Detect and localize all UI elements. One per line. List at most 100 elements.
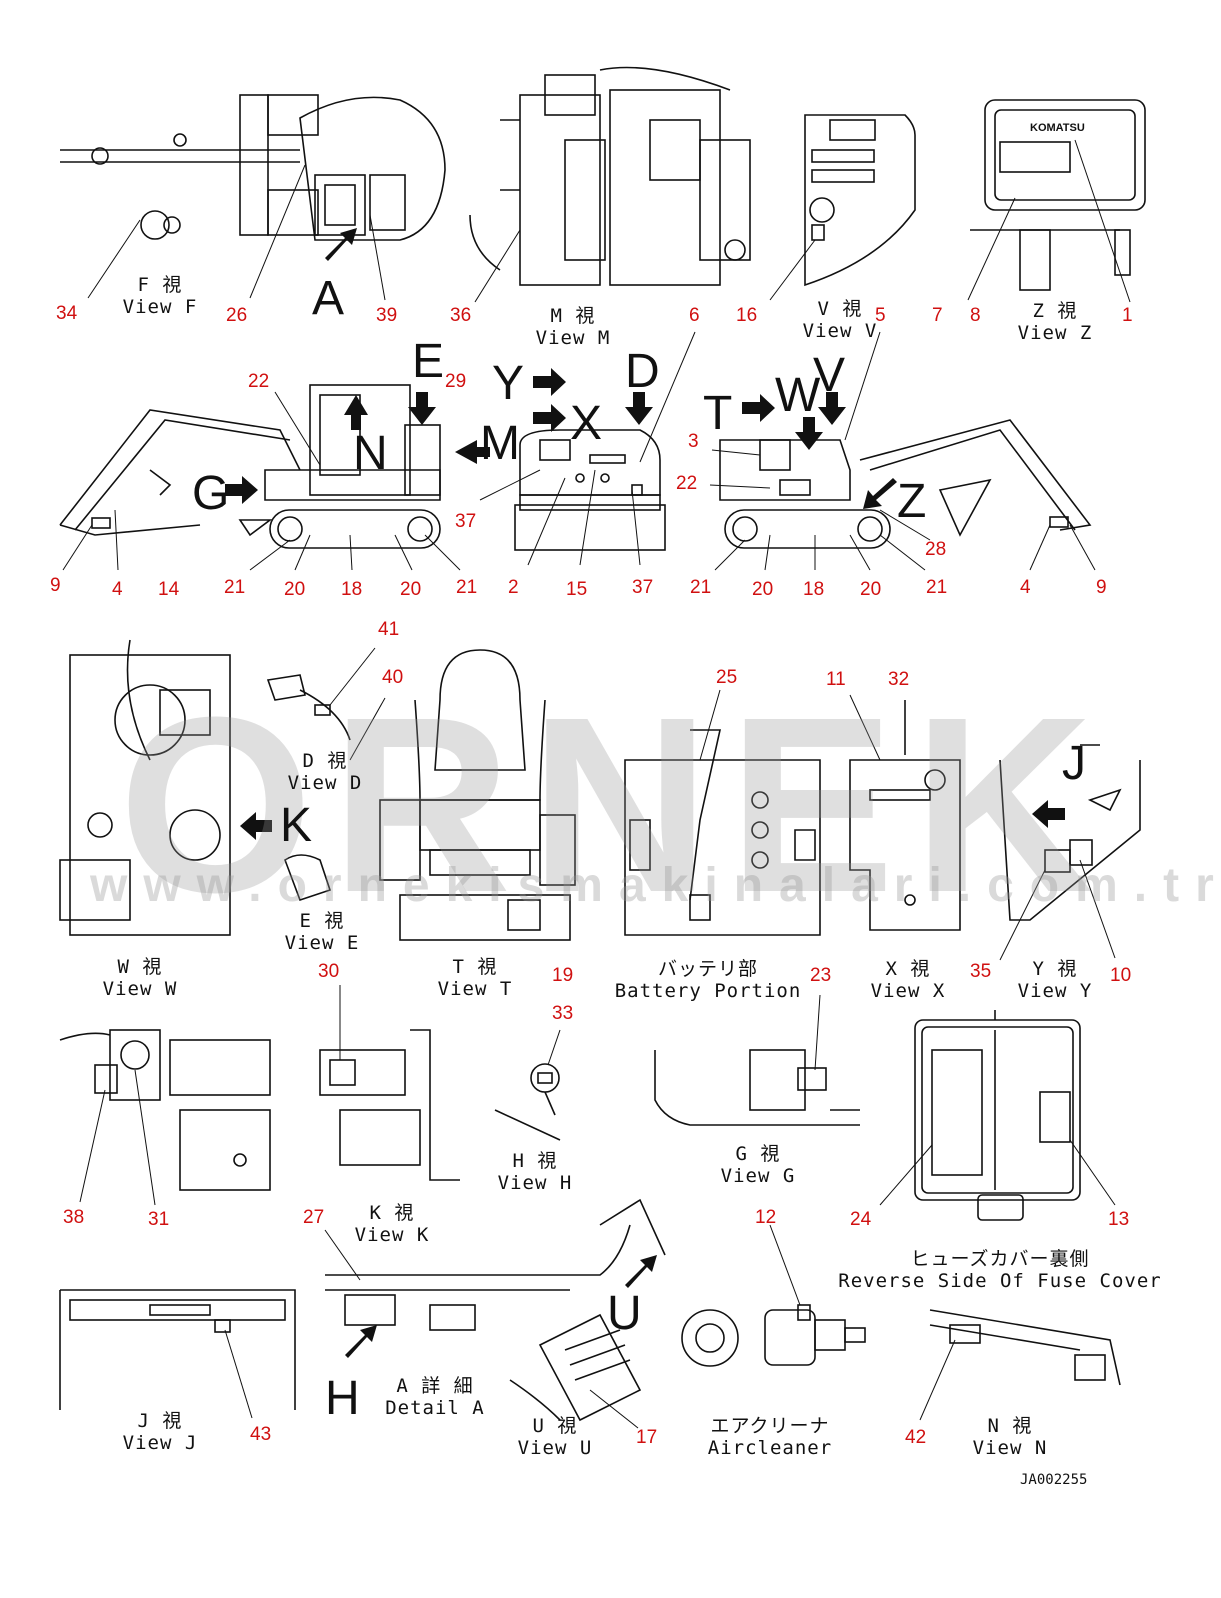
part-number: 29: [445, 371, 467, 392]
view-y-drawing: [999, 744, 1141, 921]
part-number: 21: [456, 577, 478, 598]
view-letter-w: W: [775, 369, 821, 422]
part-number: 1: [1122, 305, 1133, 326]
aircleaner-drawing: [681, 1304, 866, 1367]
direction-arrows: [225, 228, 1065, 1358]
part-number: 37: [632, 577, 654, 598]
view-letter-u: U: [607, 1287, 642, 1340]
part-number: 2: [508, 577, 519, 598]
view-letter-n: N: [353, 427, 388, 480]
part-number: 43: [250, 1424, 272, 1445]
part-number: 18: [341, 579, 363, 600]
view-letter-j: J: [1062, 737, 1086, 790]
part-number: 20: [284, 579, 306, 600]
part-number: 41: [378, 619, 400, 640]
part-number: 30: [318, 961, 340, 982]
part-number: 11: [826, 669, 846, 690]
rear-view-drawing: [514, 429, 666, 551]
part-number: 3: [688, 431, 699, 452]
view-letter-v: V: [813, 349, 846, 402]
fuse-cover-drawing: [914, 1010, 1081, 1221]
view-f-drawing: [60, 94, 446, 241]
part-number: 20: [860, 579, 882, 600]
part-number: 27: [303, 1207, 325, 1228]
part-number: 4: [1020, 577, 1031, 598]
part-number: 39: [376, 305, 398, 326]
part-number: 8: [970, 305, 981, 326]
leader-lines: [62, 139, 1131, 1429]
part-number: 5: [875, 305, 886, 326]
part-number: 17: [636, 1427, 658, 1448]
detail-a-drawing: [325, 1198, 666, 1331]
view-letter-z: Z: [897, 475, 927, 528]
part-number: 42: [905, 1427, 927, 1448]
part-number: 32: [888, 669, 910, 690]
view-z-drawing: [970, 99, 1146, 291]
part-number: 15: [566, 579, 588, 600]
view-h-drawing: [494, 1063, 561, 1141]
part-number: 28: [925, 539, 947, 560]
part-number: 20: [752, 579, 774, 600]
part-number: 14: [158, 579, 180, 600]
watermark-logo: ORNEK: [118, 665, 1112, 944]
brand-plate: KOMATSU: [1030, 122, 1085, 134]
view-letter-k: K: [280, 799, 313, 852]
part-number: 7: [932, 305, 943, 326]
part-number: 20: [400, 579, 422, 600]
view-letter-g: G: [192, 467, 230, 520]
view-letter-e: E: [412, 335, 445, 388]
side-view-right-drawing: [719, 419, 1092, 549]
view-30-drawing: [319, 1029, 460, 1181]
view-letter-h: H: [325, 1372, 360, 1425]
part-number: 23: [810, 965, 832, 986]
part-number: 12: [755, 1207, 777, 1228]
part-number: 21: [224, 577, 246, 598]
part-number: 18: [803, 579, 825, 600]
part-number: 25: [716, 667, 738, 688]
part-number: 40: [382, 667, 404, 688]
view-w-drawing: [59, 639, 231, 936]
part-number: 16: [736, 305, 758, 326]
view-v-drawing: [804, 114, 916, 287]
view-letter-t: T: [703, 387, 733, 440]
view-letter-a: A: [312, 272, 345, 325]
part-number: 22: [248, 371, 270, 392]
view-u-drawing: [509, 1313, 642, 1422]
part-number: 38: [63, 1207, 85, 1228]
view-letter-m: M: [480, 417, 520, 470]
part-number: 37: [455, 511, 477, 532]
part-number: 21: [926, 577, 948, 598]
view-n-drawing: [929, 1309, 1121, 1386]
part-number: 31: [148, 1209, 170, 1230]
battery-portion-drawing: [624, 729, 821, 936]
view-letter-x: X: [570, 397, 603, 450]
view-m-drawing: [469, 66, 751, 286]
part-number: 6: [689, 305, 700, 326]
view-k-drawing: [59, 1029, 271, 1191]
view-x-drawing: [849, 700, 961, 931]
view-e-d-drawing: [266, 674, 351, 902]
watermark-url: www.ornekismakinalari.com.tr: [90, 859, 1221, 912]
part-number: 36: [450, 305, 472, 326]
part-number: 19: [552, 965, 574, 986]
part-number: 34: [56, 303, 78, 324]
part-number: 4: [112, 579, 123, 600]
